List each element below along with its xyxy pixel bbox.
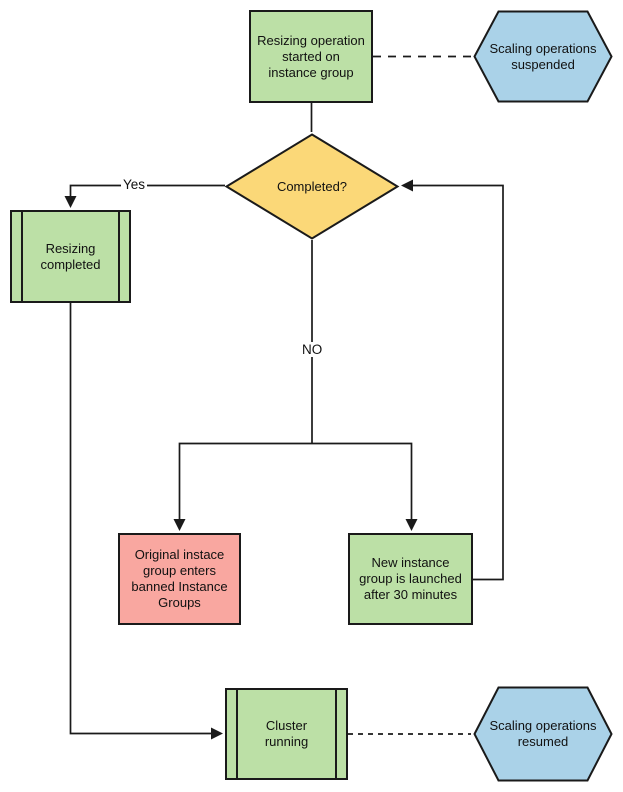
arrowhead-resizing-completed — [64, 196, 77, 208]
node-resizing-operation-started-label: Resizing operation started on instance g… — [257, 32, 365, 80]
node-banned-instance-groups: Original instace group enters banned Ins… — [118, 533, 241, 625]
arrowhead-banned — [173, 519, 186, 531]
node-completed-decision-label: Completed? — [276, 178, 348, 194]
edge-resizing-completed-to-cluster — [69, 303, 211, 735]
node-scaling-operations-resumed-label: Scaling operations resumed — [489, 718, 597, 749]
node-cluster-running-label: Cluster running — [264, 718, 309, 749]
node-scaling-operations-resumed: Scaling operations resumed — [473, 686, 613, 782]
hexagon-shape — [473, 10, 613, 103]
node-scaling-operations-suspended: Scaling operations suspended — [473, 10, 613, 103]
edge-new-group-to-completed — [413, 184, 504, 581]
edge-no-to-banned — [178, 442, 312, 519]
node-resizing-completed: Resizing completed — [10, 210, 131, 303]
edge-no-to-new-group — [312, 442, 413, 519]
node-resizing-completed-label: Resizing completed — [40, 240, 101, 272]
node-scaling-operations-suspended-label: Scaling operations suspended — [489, 40, 597, 72]
hexagon-shape — [473, 686, 613, 782]
node-new-instance-group-label: New instance group is launched after 30 … — [359, 555, 462, 602]
edge-completed-to-resizing-completed — [69, 184, 225, 196]
arrowhead-new-group — [405, 519, 418, 531]
node-new-instance-group: New instance group is launched after 30 … — [348, 533, 473, 625]
diamond-shape — [224, 133, 400, 240]
node-resizing-operation-started: Resizing operation started on instance g… — [249, 10, 373, 103]
edge-label-no: NO — [300, 342, 325, 357]
edge-label-yes: Yes — [121, 177, 148, 192]
node-banned-instance-groups-label: Original instace group enters banned Ins… — [131, 547, 228, 610]
arrowhead-completed — [401, 179, 413, 192]
node-cluster-running: Cluster running — [225, 688, 348, 780]
node-completed-decision: Completed? — [224, 133, 400, 240]
arrowhead-cluster — [211, 727, 223, 740]
